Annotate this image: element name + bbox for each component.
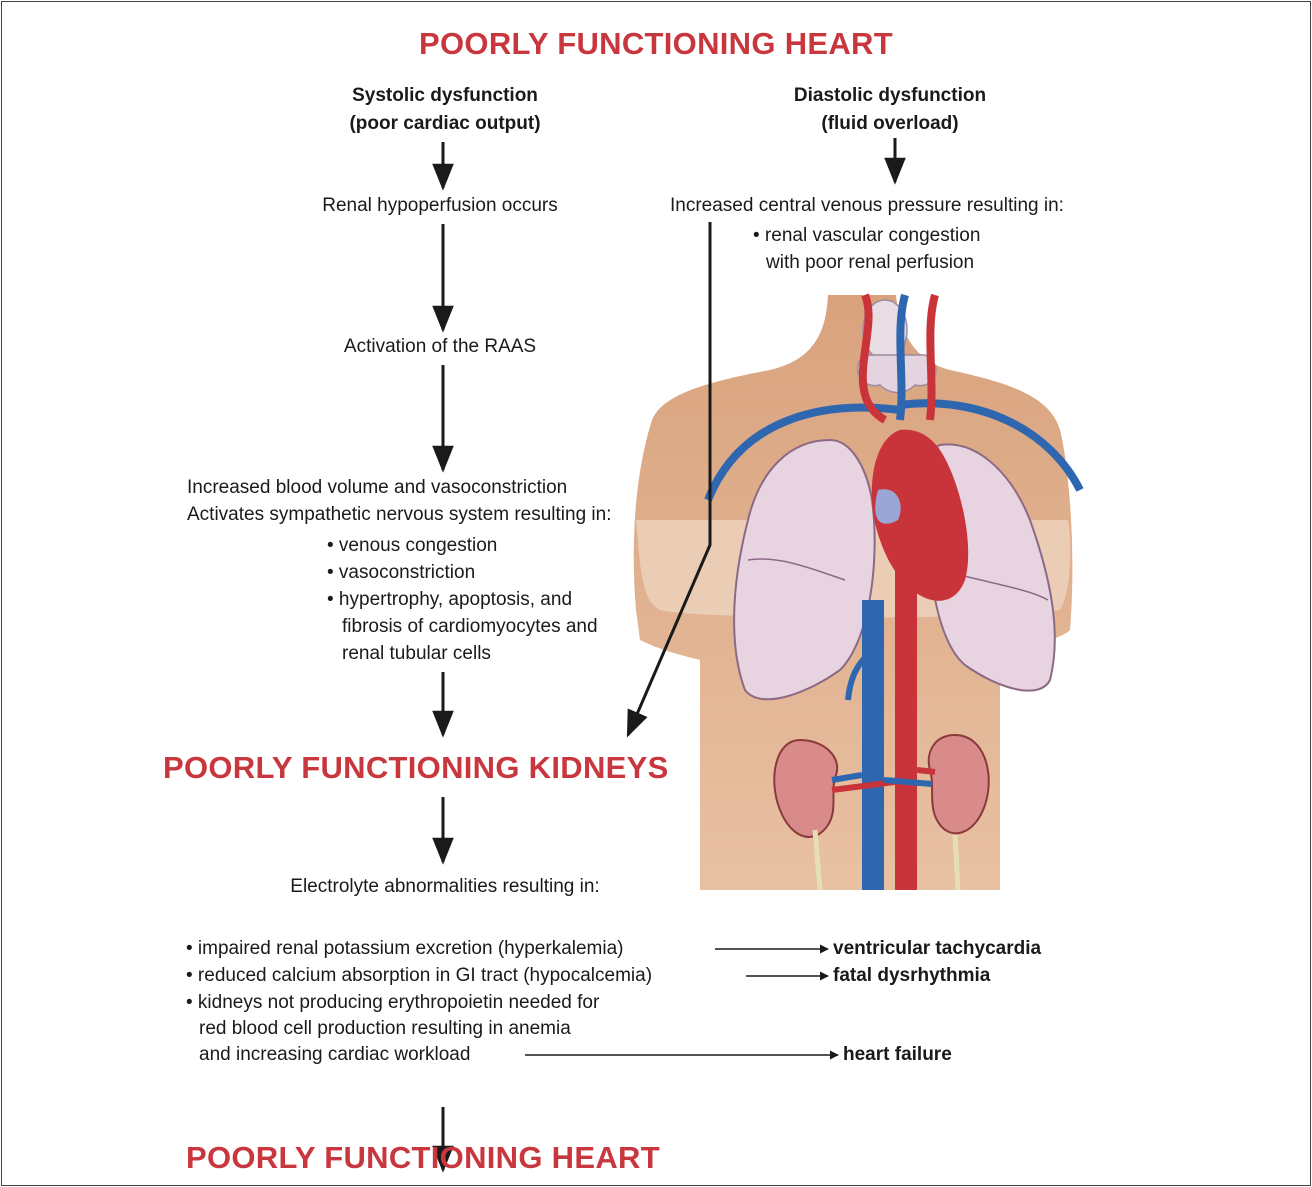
bullet-vasoconstriction: • vasoconstriction <box>327 559 475 587</box>
bullet-hypertrophy: • hypertrophy, apoptosis, and <box>327 586 572 614</box>
result-heart-failure: heart failure <box>843 1041 952 1069</box>
systolic-title: Systolic dysfunction <box>280 82 610 110</box>
central-venous-pressure: Increased central venous pressure result… <box>670 192 1064 220</box>
result-ventricular-tachycardia: ventricular tachycardia <box>833 935 1041 963</box>
effect-erythropoietin-cont2: and increasing cardiac workload <box>199 1041 470 1069</box>
electrolyte-text: Electrolyte abnormalities resulting in: <box>220 873 670 901</box>
bullet-hypertrophy-cont2: renal tubular cells <box>342 640 491 668</box>
effect-erythropoietin-cont1: red blood cell production resulting in a… <box>199 1015 571 1043</box>
effect-calcium: • reduced calcium absorption in GI tract… <box>186 962 652 990</box>
result-fatal-dysrhythmia: fatal dysrhythmia <box>833 962 990 990</box>
sympathetic-text: Activates sympathetic nervous system res… <box>187 501 612 529</box>
diastolic-title: Diastolic dysfunction <box>740 82 1040 110</box>
bullet-renal-congestion-cont: with poor renal perfusion <box>766 249 974 277</box>
bullet-renal-congestion: • renal vascular congestion <box>753 222 980 250</box>
raas-activation: Activation of the RAAS <box>230 333 650 361</box>
blood-volume-text: Increased blood volume and vasoconstrict… <box>187 474 567 502</box>
bottom-heading: POORLY FUNCTIONING HEART <box>186 1140 660 1176</box>
torso-illustration <box>634 295 1080 890</box>
systolic-subtitle: (poor cardiac output) <box>280 110 610 138</box>
renal-hypoperfusion: Renal hypoperfusion occurs <box>230 192 650 220</box>
bullet-venous-congestion: • venous congestion <box>327 532 497 560</box>
effect-erythropoietin: • kidneys not producing erythropoietin n… <box>186 989 599 1017</box>
diastolic-subtitle: (fluid overload) <box>740 110 1040 138</box>
top-heading: POORLY FUNCTIONING HEART <box>306 26 1006 62</box>
effect-potassium: • impaired renal potassium excretion (hy… <box>186 935 624 963</box>
kidneys-heading: POORLY FUNCTIONING KIDNEYS <box>163 750 669 786</box>
bullet-hypertrophy-cont1: fibrosis of cardiomyocytes and <box>342 613 598 641</box>
